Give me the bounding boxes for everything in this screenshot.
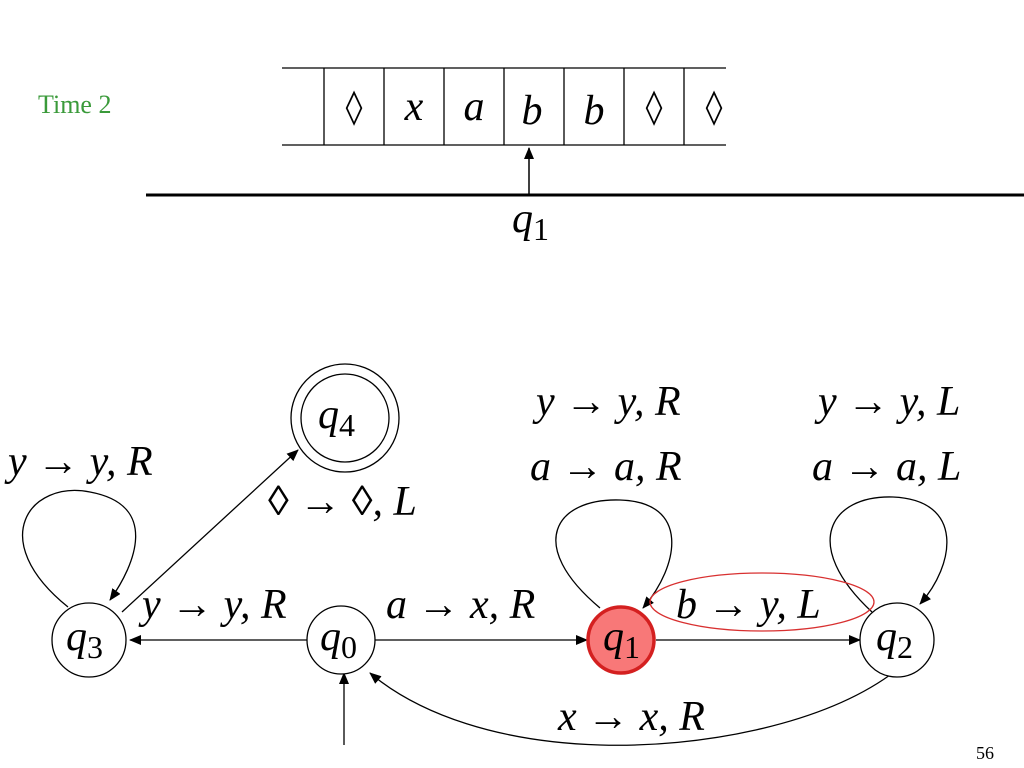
edge-q3-q4 (121, 449, 299, 613)
highlight-ellipse (649, 572, 875, 632)
tape-cell: b (584, 88, 605, 134)
tape: ◊ x a b b ◊ ◊ (282, 67, 726, 146)
label-q0-q1: a → x, R (386, 582, 535, 628)
label-q2-q0: x → x, R (557, 694, 705, 740)
label-q0-q3: y → y, R (138, 582, 287, 628)
state-label: q3 (66, 614, 103, 665)
tape-cell: x (404, 84, 424, 130)
loop-edge-q1 (555, 499, 673, 609)
state-q1-current: q1 (586, 605, 656, 675)
label-q1-loop-2: a → a, R (530, 444, 682, 490)
state-q3: q3 (51, 602, 127, 678)
state-label: q1 (603, 614, 640, 665)
state-label: q4 (318, 392, 355, 443)
label-q1-q2: b → y, L (676, 582, 821, 628)
label-q2-loop-2: a → a, L (812, 444, 961, 490)
time-label: Time 2 (38, 90, 111, 119)
label-q2-loop-1: y → y, L (814, 379, 960, 425)
head-state-label: q1 (512, 196, 549, 247)
tape-cell: a (464, 84, 485, 130)
label-q1-loop-1: y → y, R (532, 379, 681, 425)
loop-edge-q3 (22, 489, 137, 608)
page-number: 56 (976, 743, 994, 763)
state-label: q2 (876, 614, 913, 665)
label-q3-q4: ◊ → ◊, L (268, 479, 417, 525)
tape-cell: ◊ (646, 87, 663, 127)
loop-edge-q2 (829, 496, 948, 613)
state-q0: q0 (306, 605, 376, 675)
edge-q2-q0 (369, 672, 891, 746)
state-q4: q4 (290, 363, 400, 473)
tape-cell: ◊ (346, 87, 363, 127)
state-label: q0 (320, 614, 357, 665)
label-q3-loop: y → y, R (4, 439, 153, 485)
state-q2: q2 (859, 602, 935, 678)
tape-cell: b (522, 88, 543, 134)
tape-cell: ◊ (706, 87, 723, 127)
